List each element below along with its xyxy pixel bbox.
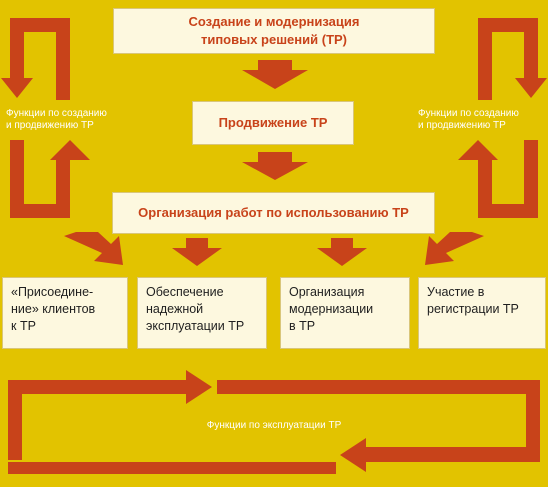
leaf-2-line-2: надежной xyxy=(146,302,204,316)
bottom-loop-right-arrow xyxy=(8,370,212,460)
bottom-loop-left-arrow xyxy=(340,394,540,472)
leaf-box-reliable-operation: Обеспечение надежной эксплуатации ТР xyxy=(137,277,267,349)
leaf-3-line-2: модернизации xyxy=(289,302,374,316)
leaf-2-line-1: Обеспечение xyxy=(146,285,224,299)
left-loop-bottom-arrow xyxy=(10,140,90,218)
right-loop-label-line2: и продвижению ТР xyxy=(418,120,506,131)
right-loop-bottom-arrow xyxy=(458,140,538,218)
leaf-1-line-1: «Присоедине- xyxy=(11,285,94,299)
left-loop-label-line1: Функции по созданию xyxy=(6,108,107,119)
arrow-to-leaf-4 xyxy=(425,232,484,265)
bottom-loop-label: Функции по эксплуатации ТР xyxy=(206,420,342,431)
create-modernize-box: Создание и модернизация типовых решений … xyxy=(113,8,435,54)
promotion-label: Продвижение ТР xyxy=(218,115,328,130)
create-modernize-line1: Создание и модернизация xyxy=(188,14,360,29)
create-modernize-line2: типовых решений (ТР) xyxy=(200,32,348,47)
leaf-3-line-3: в ТР xyxy=(289,319,316,333)
leaf-2-line-3: эксплуатации ТР xyxy=(146,319,245,333)
leaf-4-line-2: регистрации ТР xyxy=(427,302,519,316)
arrow-to-leaf-3 xyxy=(317,238,367,266)
leaf-4-line-1: Участие в xyxy=(427,285,485,299)
bottom-loop-bottom-bar xyxy=(8,462,336,474)
arrow-to-leaf-2 xyxy=(172,238,222,266)
bottom-loop-top-bar xyxy=(217,380,540,394)
leaf-1-line-3: к ТР xyxy=(11,319,36,333)
leaf-box-registration: Участие в регистрации ТР xyxy=(418,277,546,349)
leaf-box-connect-clients: «Присоедине- ние» клиентов к ТР xyxy=(2,277,128,349)
arrow-down-to-promotion xyxy=(242,60,308,89)
right-loop-label: Функции по созданию и продвижению ТР xyxy=(418,108,519,132)
left-loop-label-line2: и продвижению ТР xyxy=(6,120,94,131)
right-loop-label-line1: Функции по созданию xyxy=(418,108,519,119)
arrow-to-leaf-1 xyxy=(64,232,123,265)
leaf-box-modernization: Организация модернизации в ТР xyxy=(280,277,410,349)
left-loop-top-arrow xyxy=(1,18,70,100)
leaf-3-line-1: Организация xyxy=(289,285,365,299)
usage-organization-label: Организация работ по использованию ТР xyxy=(138,205,409,220)
promotion-box: Продвижение ТР xyxy=(192,101,354,145)
left-loop-label: Функции по созданию и продвижению ТР xyxy=(6,108,107,132)
usage-organization-box: Организация работ по использованию ТР xyxy=(112,192,435,234)
leaf-1-line-2: ние» клиентов xyxy=(11,302,96,316)
right-loop-top-arrow xyxy=(478,18,547,100)
arrow-down-to-usage xyxy=(242,152,308,180)
